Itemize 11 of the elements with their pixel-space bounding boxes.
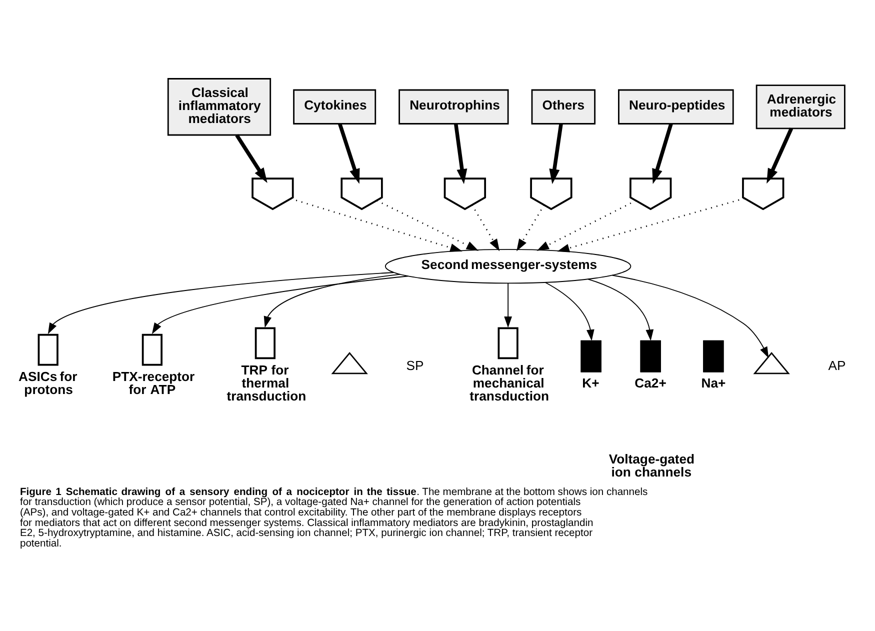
node-label: SP <box>406 358 424 373</box>
node-label: TRP for thermal transduction <box>226 362 306 404</box>
label: Voltage-gated ion channels <box>608 450 695 480</box>
node-label: K+ <box>582 374 600 390</box>
node-label: Na+ <box>701 374 726 390</box>
node-label: AP <box>828 358 846 373</box>
node-label: ASICs for protons <box>18 368 78 397</box>
node-label: Ca2+ <box>634 374 666 390</box>
node-label: Channel for mechanical transduction <box>470 362 550 404</box>
caption: Figure 1 Schematic drawing of a sensory ending of a nociceptor in the tissue. The membrane at the bottom shows ion channels for transduction (which produce a sensor potential, SP), a voltage-gated Na+ channel for the generation of action potentials (APs), and voltage-gated K+ and Ca2+ channels that control excitability. The other part of the membrane displays receptors for mediators that act on different second messenger systems. Classical inflammatory mediators are bradykinin, prostaglandin E2, 5-hydroxytryptamine, and histamine. ASIC, acid-sensing ion channel; PTX, purinergic ion channel; TRP, transient receptor potential. <box>20 486 648 549</box>
node-label: PTX-receptor for ATP <box>112 368 195 397</box>
